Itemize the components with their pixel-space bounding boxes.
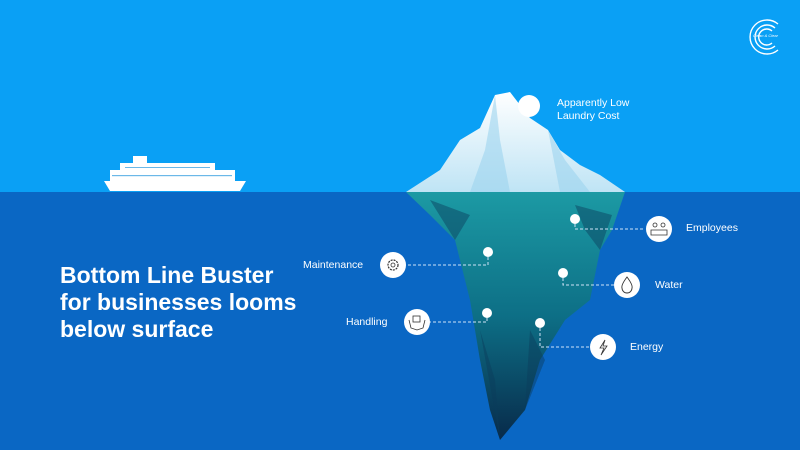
label-employees: Employees [686,222,738,234]
headline: Bottom Line Buster for businesses looms … [60,262,297,342]
label-handling: Handling [346,316,388,328]
tip-label: Apparently Low Laundry Cost [557,97,630,122]
label-energy: Energy [630,341,664,353]
label-water: Water [655,279,683,291]
lightning-icon [590,334,616,360]
cruise-ship [104,156,246,191]
label-maintenance: Maintenance [303,259,364,271]
gear-icon [380,252,406,278]
brand-logo [749,19,779,55]
iceberg-underwater [406,192,625,440]
brand-logo-text: Clean & Clear [753,33,778,38]
marker-dots [482,95,580,328]
water-drop-icon [614,272,640,298]
hands-box-icon [404,309,430,335]
people-icon [646,216,672,242]
